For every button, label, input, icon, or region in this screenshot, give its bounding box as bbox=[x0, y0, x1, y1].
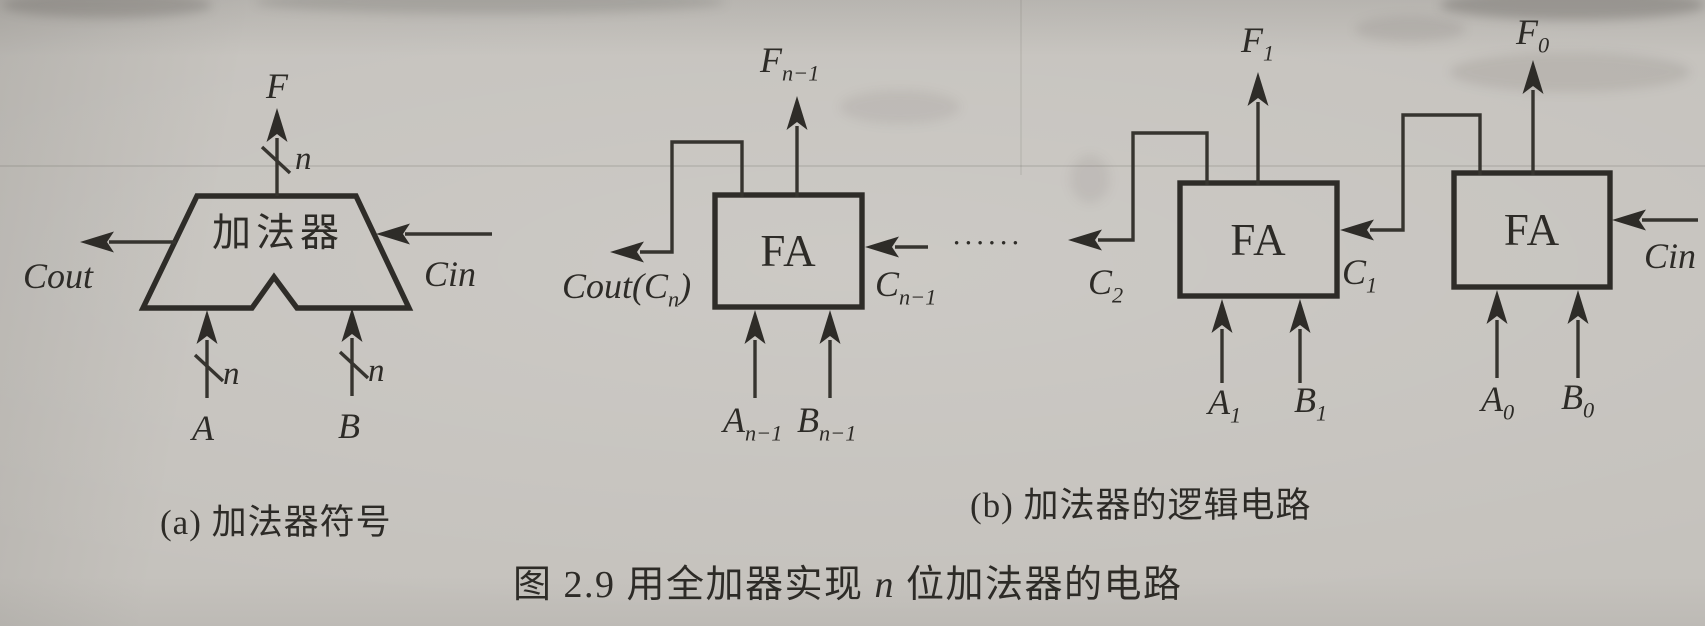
arrowhead-carry-out-a bbox=[80, 231, 114, 253]
input-b-label: B bbox=[338, 406, 360, 446]
fa-0-carry-out-arrowhead bbox=[1340, 219, 1374, 241]
fa-1-sum-arrowhead bbox=[1247, 72, 1269, 106]
fa-msb-sum-arrowhead bbox=[786, 96, 808, 130]
fa-msb-input-a-label: An−1 bbox=[723, 400, 783, 446]
carry-chain-ellipsis: •••••• bbox=[954, 236, 1025, 252]
fa-msb-box bbox=[712, 192, 865, 310]
bus-width-b-label: n bbox=[368, 353, 385, 389]
fa-0-input-b-label: B0 bbox=[1561, 377, 1595, 423]
fa-1-input-a-label: A1 bbox=[1208, 382, 1242, 428]
carry-out-label: Cout bbox=[23, 256, 94, 296]
fa-1-chip-label: FA bbox=[1230, 215, 1287, 265]
sum-f-label: F bbox=[266, 66, 288, 106]
fa-msb-input-a-arrowhead bbox=[744, 310, 766, 344]
bus-width-a-label: n bbox=[223, 356, 240, 392]
fa-msb-carry-out-arrowhead bbox=[610, 241, 644, 263]
fa-1-input-b-arrowhead bbox=[1289, 299, 1311, 333]
fa-1-carry-out-staircase bbox=[1098, 131, 1209, 242]
fa-msb-input-b-label: Bn−1 bbox=[797, 400, 857, 446]
fa-1-carry-out-label: C2 bbox=[1088, 262, 1124, 308]
fa-0-sum-arrowhead bbox=[1522, 60, 1544, 94]
arrowhead-input-a bbox=[196, 310, 218, 344]
fa-1-input-a-arrowhead bbox=[1211, 299, 1233, 333]
fa-msb-chip-label: FA bbox=[760, 226, 817, 276]
figure-caption: 图 2.9 用全加器实现 n 位加法器的电路 bbox=[513, 564, 1183, 606]
adder-block-label: 加法器 bbox=[211, 212, 344, 255]
fa-msb-sum-label: Fn−1 bbox=[760, 40, 820, 86]
bus-width-f-label: n bbox=[295, 141, 312, 177]
fa-msb-input-b-arrowhead bbox=[819, 310, 841, 344]
fa-0-chip-label: FA bbox=[1503, 205, 1561, 255]
fa-0-input-a-label: A0 bbox=[1481, 379, 1515, 425]
adder-trapezoid-symbol bbox=[138, 193, 414, 311]
fa-0-input-a-arrowhead bbox=[1486, 290, 1508, 324]
fa-1-sum-label: F1 bbox=[1241, 20, 1275, 66]
fa-msb-carry-out-staircase bbox=[640, 140, 744, 254]
fa-0-carry-out-staircase bbox=[1370, 113, 1482, 232]
fa-1-input-b-label: B1 bbox=[1294, 380, 1328, 426]
fa-msb-carry-out-label: Cout(Cn) bbox=[562, 266, 692, 312]
part-b-caption: (b) 加法器的逻辑电路 bbox=[970, 486, 1312, 525]
bus-slash-f bbox=[260, 145, 292, 175]
fa-0-carry-in-label: Cin bbox=[1644, 236, 1697, 276]
part-a-caption: (a) 加法器符号 bbox=[160, 503, 392, 542]
fa-1-carry-in-label: C1 bbox=[1342, 252, 1378, 298]
fa-1-carry-out-arrowhead bbox=[1068, 229, 1102, 251]
arrowhead-carry-in-a bbox=[376, 223, 410, 245]
fa-msb-carry-in-arrowhead bbox=[865, 236, 899, 258]
fa-0-sum-label: F0 bbox=[1516, 12, 1550, 58]
carry-in-label: Cin bbox=[424, 254, 477, 294]
fa-0-input-b-arrowhead bbox=[1567, 290, 1589, 324]
bus-slash-b bbox=[338, 350, 370, 380]
bus-slash-a bbox=[193, 353, 225, 383]
fa-0-carry-in-arrowhead bbox=[1612, 209, 1646, 231]
fa-msb-carry-in-label: Cn−1 bbox=[875, 264, 937, 310]
arrowhead-input-b bbox=[341, 308, 363, 342]
input-a-label: A bbox=[192, 408, 214, 448]
arrowhead-sum-f bbox=[266, 108, 288, 142]
